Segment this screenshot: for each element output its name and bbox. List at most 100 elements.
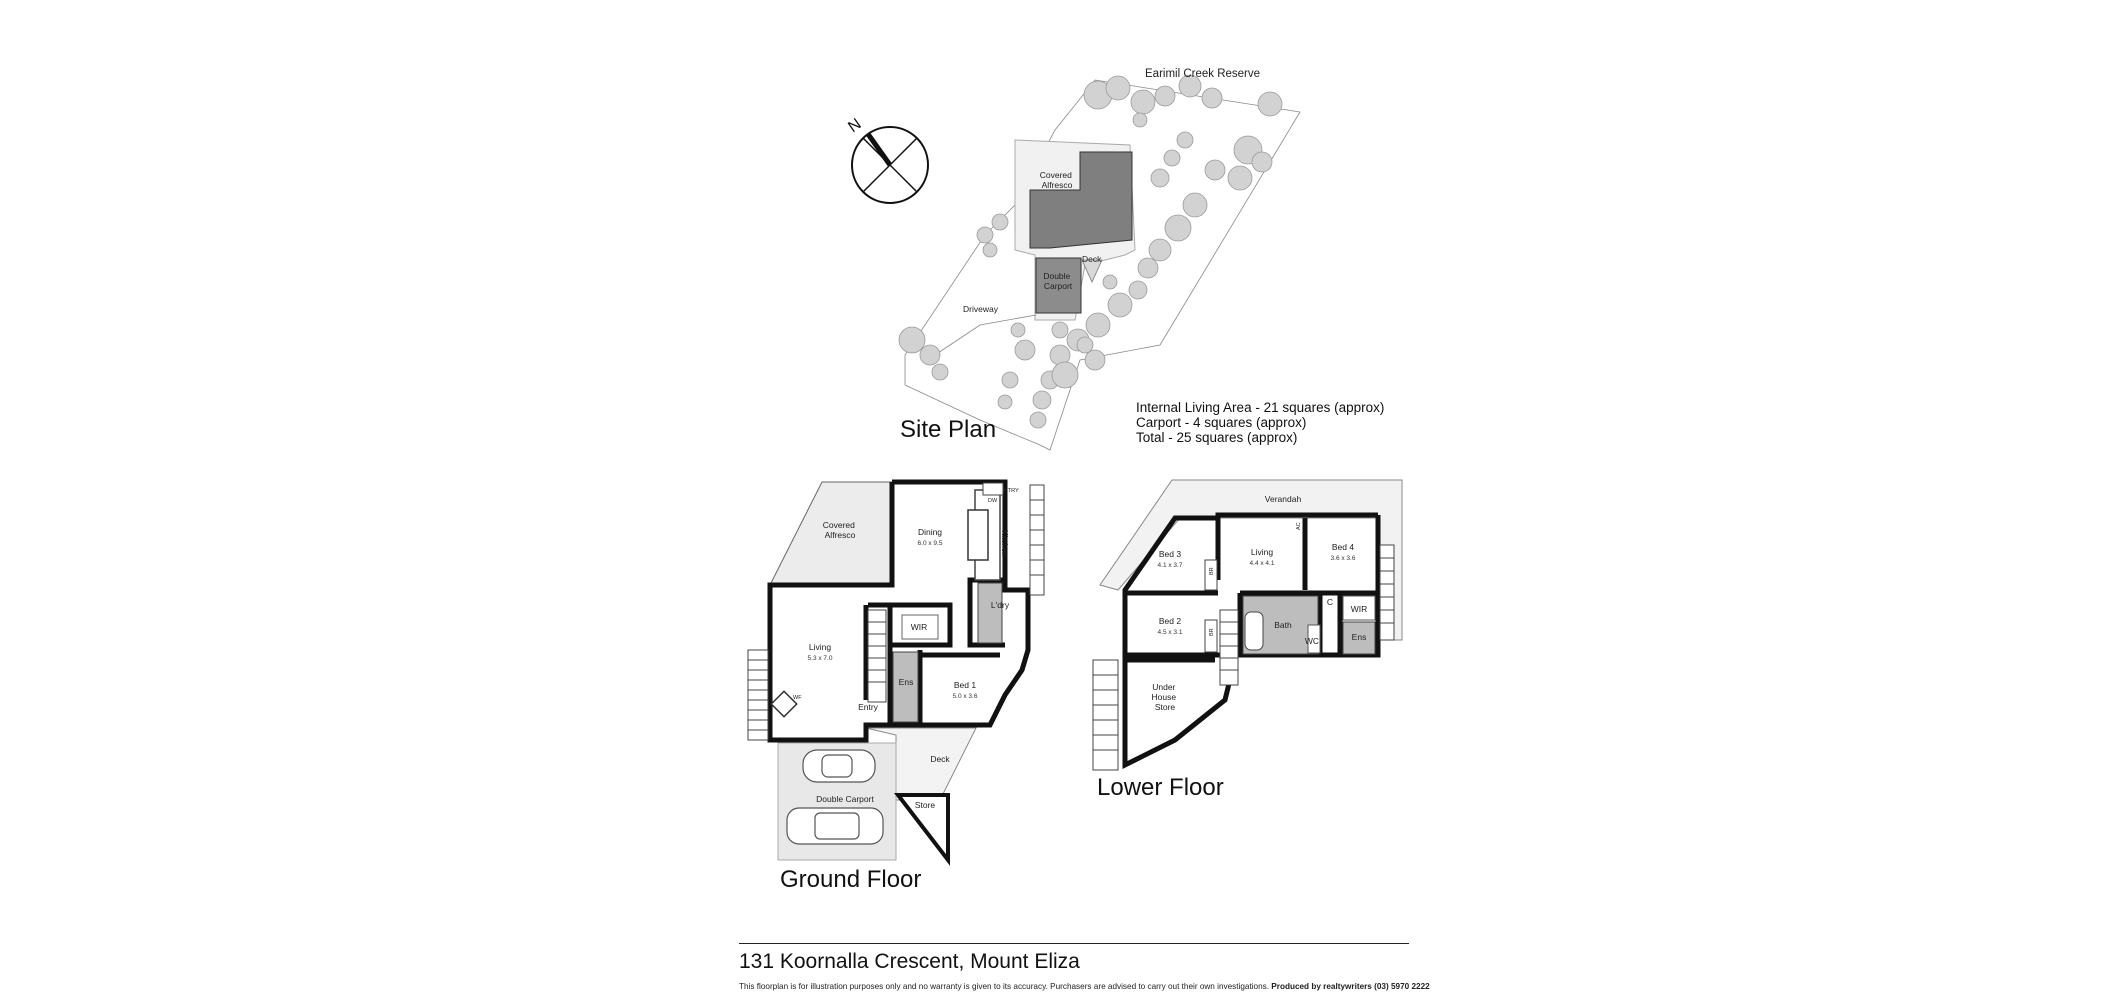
lower-ens-label: Ens xyxy=(1352,632,1367,642)
ground-pantry xyxy=(982,482,1004,496)
lower-wc-label: WC xyxy=(1305,636,1319,646)
lower-br-label-1: BR xyxy=(1209,567,1215,575)
ground-ens-label: Ens xyxy=(899,677,914,687)
site-reserve-label: Earimil Creek Reserve xyxy=(1145,68,1260,80)
lower-floor-plan: Verandah Bed 3 4.1 x 3.7 Living 4.4 x 4.… xyxy=(1092,479,1403,801)
ground-bed1-label: Bed 1 xyxy=(954,680,976,690)
compass: N xyxy=(845,116,929,204)
lower-bed2-size: 4.5 x 3.1 xyxy=(1158,629,1183,636)
lower-store-label: Under House Store xyxy=(1152,682,1179,712)
site-trees xyxy=(898,74,1283,429)
producer-credit: Produced by realtywriters (03) 5970 2222 xyxy=(1271,982,1430,991)
lower-bed3-size: 4.1 x 3.7 xyxy=(1158,562,1183,569)
ground-stairs-left xyxy=(747,649,769,741)
lower-bath-label: Bath xyxy=(1274,620,1292,630)
ground-laundry-label: L'dry xyxy=(991,600,1010,610)
lower-stairs-right xyxy=(1379,544,1395,641)
ground-entry-label: Entry xyxy=(858,702,879,712)
site-plan-title: Site Plan xyxy=(900,416,996,443)
site-covered-alfresco-label: Covered Alfresco xyxy=(1040,170,1075,190)
ground-floor-plan: Covered Alfresco Dining 6.0 x 9.5 Kitche… xyxy=(747,479,1045,893)
ground-deck-label: Deck xyxy=(930,754,950,764)
lower-bed2-label: Bed 2 xyxy=(1159,616,1181,626)
ground-laundry xyxy=(977,582,1003,644)
disclaimer-text: This floorplan is for illustration purpo… xyxy=(739,982,1270,991)
site-driveway-label: Driveway xyxy=(963,304,999,314)
ground-store-label: Store xyxy=(915,800,936,810)
area-summary: Internal Living Area - 21 squares (appro… xyxy=(1136,400,1384,445)
ground-dining-size: 6.0 x 9.5 xyxy=(918,540,943,547)
lower-bed4-label: Bed 4 xyxy=(1332,542,1354,552)
site-carport-line1: Double xyxy=(1043,271,1070,281)
lower-store-line1: Under xyxy=(1152,682,1175,692)
site-plan: Earimil Creek Reserve Covered Alfresco D… xyxy=(845,68,1301,451)
lower-br-cupboard-1 xyxy=(1204,559,1218,591)
lower-bed3-label: Bed 3 xyxy=(1159,549,1181,559)
ground-wir-inner xyxy=(901,614,939,640)
compass-north-needle xyxy=(865,132,893,167)
lower-stairs-internal xyxy=(1219,609,1239,686)
property-address: 131 Koornalla Crescent, Mount Eliza xyxy=(739,950,1080,973)
lower-wir-box xyxy=(1342,595,1376,621)
ground-living-size: 5.3 x 7.0 xyxy=(808,655,833,662)
lower-stairs-left xyxy=(1092,659,1119,771)
ground-dw-label: DW xyxy=(988,498,998,504)
site-deck xyxy=(1081,259,1103,283)
ground-car-bottom xyxy=(786,807,884,845)
ground-covered-alfresco-line2: Alfresco xyxy=(825,530,856,540)
ground-covered-alfresco-label: Covered Alfresco xyxy=(823,520,858,540)
area-summary-carport: Carport - 4 squares (approx) xyxy=(1136,415,1307,430)
lower-ens-area xyxy=(1342,621,1376,655)
ground-floor-title: Ground Floor xyxy=(780,866,921,893)
ground-car-top xyxy=(802,749,876,783)
area-summary-total: Total - 25 squares (approx) xyxy=(1136,430,1298,445)
area-summary-internal: Internal Living Area - 21 squares (appro… xyxy=(1136,400,1385,415)
lower-bathtub xyxy=(1244,611,1264,651)
lower-bed4-size: 3.6 x 3.6 xyxy=(1331,555,1356,562)
ground-dining-label: Dining xyxy=(918,527,942,537)
lower-verandah-label: Verandah xyxy=(1265,494,1302,504)
ground-ensuite xyxy=(892,651,919,723)
ground-living-label: Living xyxy=(809,642,831,652)
ground-walls-outer xyxy=(767,479,1031,743)
site-driveway-edge xyxy=(934,314,1037,356)
ground-kitchen-label: Kitchen xyxy=(1000,530,1009,557)
ground-store xyxy=(893,793,950,866)
footer-divider xyxy=(739,943,1409,944)
footer-disclaimer: This floorplan is for illustration purpo… xyxy=(739,982,1430,991)
site-covered-alfresco-roof xyxy=(1029,151,1133,249)
site-carport-label: Double Carport xyxy=(1043,271,1072,291)
lower-c-label: C xyxy=(1327,597,1333,607)
ground-fireplace-label: WF xyxy=(793,695,802,701)
lower-br-cupboard-2 xyxy=(1204,619,1218,653)
ground-stairs-right xyxy=(1029,484,1045,596)
site-covered-alfresco-line1: Covered xyxy=(1040,170,1072,180)
ground-bed1-size: 5.0 x 3.6 xyxy=(953,693,978,700)
lower-store-line2: House xyxy=(1152,692,1177,702)
lower-store-line3: Store xyxy=(1155,702,1176,712)
ground-carport-label: Double Carport xyxy=(816,794,874,804)
ground-stairs-internal xyxy=(867,609,887,703)
ground-pantry-label: P'TRY xyxy=(1003,488,1019,494)
lower-living-label: Living xyxy=(1251,547,1273,557)
site-boundary xyxy=(904,79,1301,451)
lower-ac-label: AC xyxy=(1296,522,1302,530)
site-carport-roof xyxy=(1035,257,1082,314)
ground-island-bench xyxy=(967,509,989,561)
lower-walls-outer xyxy=(1122,512,1381,658)
lower-walls-store xyxy=(1122,654,1239,770)
ground-fireplace xyxy=(770,690,798,718)
lower-floor-title: Lower Floor xyxy=(1097,774,1224,801)
lower-wc-box xyxy=(1307,624,1321,654)
site-covered-alfresco-line2: Alfresco xyxy=(1042,180,1073,190)
site-deck-label: Deck xyxy=(1082,254,1102,264)
ground-wall-wir xyxy=(868,602,953,648)
lower-br-label-2: BR xyxy=(1209,628,1215,636)
ground-wir-label: WIR xyxy=(911,622,928,632)
compass-north-label: N xyxy=(845,116,864,137)
lower-living-size: 4.4 x 4.1 xyxy=(1250,560,1275,567)
ground-covered-alfresco-line1: Covered xyxy=(823,520,855,530)
lower-wir-label: WIR xyxy=(1351,604,1368,614)
site-carport-line2: Carport xyxy=(1044,281,1073,291)
